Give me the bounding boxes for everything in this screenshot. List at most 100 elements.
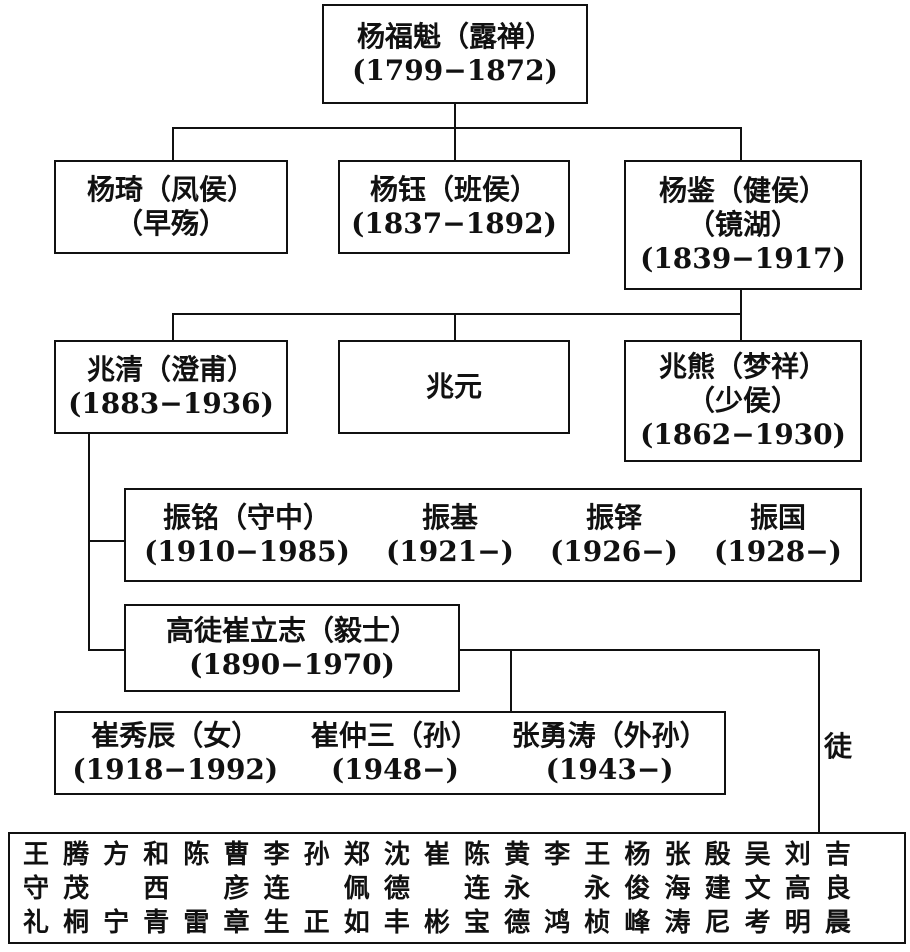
gen3-node-zhaoyuan: 兆元 [338,340,570,434]
student-char: 桢 [584,908,611,938]
student-char: 方 [103,840,130,870]
family-name: 崔秀辰（女） [91,719,260,752]
disciple-label: 徒 [824,730,853,763]
student-char: 刘 [784,840,811,870]
student-char: 宁 [103,908,130,938]
node-name: 杨鉴（健侯） [658,174,827,207]
son-item: 振国 (1928−) [714,501,842,569]
student-char: 守 [23,874,50,904]
student-char: 如 [343,908,370,938]
student-column: 杨俊峰 [617,838,657,940]
student-column: 王守礼 [16,838,56,940]
student-column: 崔彬 [417,838,457,940]
son-years: (1921−) [386,535,514,568]
son-item: 振基 (1921−) [386,501,514,569]
sons-row: 振铭（守中） (1910−1985) 振基 (1921−) 振铎 (1926−)… [126,501,860,569]
student-char: 崔 [423,840,450,870]
student-char: 和 [143,840,170,870]
student-char: 俊 [624,874,651,904]
connector-gen3-bar [172,313,742,315]
student-char: 曹 [223,840,250,870]
student-column: 和西青 [136,838,176,940]
student-char: 青 [143,908,170,938]
connector-gen2-right [740,127,742,160]
node-name: 兆熊（梦祥） [658,350,827,383]
student-char: 陈 [464,840,491,870]
node-name: 兆元 [425,370,482,403]
student-char: 鸿 [544,908,571,938]
connector-disciple-branch [88,649,124,651]
gen3-node-zhaoqing: 兆清（澄甫） (1883−1936) [54,340,288,434]
connector-gen2-left [172,127,174,160]
cui-family-row: 崔秀辰（女） (1918−1992) 崔仲三（孙） (1948−) 张勇涛（外孙… [56,719,724,787]
connector-students [818,649,820,833]
student-char: 彬 [423,908,450,938]
student-char: 连 [263,874,290,904]
student-char: 永 [504,874,531,904]
student-char: 吴 [744,840,771,870]
son-name: 振铎 [585,501,642,534]
student-char: 吉 [824,840,851,870]
cui-family-group: 崔秀辰（女） (1918−1992) 崔仲三（孙） (1948−) 张勇涛（外孙… [54,711,726,795]
gen2-node-yangjian: 杨鉴（健侯） （镜湖） (1839−1917) [624,160,862,290]
family-name: 张勇涛（外孙） [511,719,708,752]
student-char: 涛 [664,908,691,938]
son-item: 振铭（守中） (1910−1985) [144,501,350,569]
student-column: 张海涛 [657,838,697,940]
node-years: (1883−1936) [68,387,274,420]
student-char: 彦 [223,874,250,904]
node-years: (1862−1930) [640,418,846,451]
student-char: 永 [584,874,611,904]
son-years: (1926−) [550,535,678,568]
student-column: 陈雷 [176,838,216,940]
student-char: 陈 [183,840,210,870]
student-char: 海 [664,874,691,904]
root-node: 杨福魁（露禅） (1799−1872) [322,4,588,104]
student-char: 西 [143,874,170,904]
student-column: 孙正 [297,838,337,940]
node-name: 高徒崔立志（毅士） [165,614,418,647]
family-years: (1943−) [545,753,674,786]
node-note: （少侯） [686,384,799,417]
student-char: 文 [744,874,771,904]
disciple-node: 高徒崔立志（毅士） (1890−1970) [124,604,460,692]
family-years: (1948−) [330,753,459,786]
student-char: 黄 [504,840,531,870]
family-item: 崔仲三（孙） (1948−) [311,719,479,787]
student-column: 李连生 [257,838,297,940]
connector-gen3-mid [454,313,456,340]
node-years: (1839−1917) [640,242,846,275]
sons-group: 振铭（守中） (1910−1985) 振基 (1921−) 振铎 (1926−)… [124,488,862,582]
node-name: 杨琦（凤侯） [86,173,255,206]
student-char: 明 [784,908,811,938]
family-item: 崔秀辰（女） (1918−1992) [72,719,278,787]
student-column: 方宁 [96,838,136,940]
student-char: 生 [263,908,290,938]
student-char: 礼 [23,908,50,938]
son-years: (1928−) [714,535,842,568]
connector-gen3-right [740,313,742,340]
student-char: 晨 [824,908,851,938]
student-char: 峰 [624,908,651,938]
connector-sons-branch [88,540,124,542]
son-name: 振铭（守中） [162,501,331,534]
student-column: 沈德丰 [377,838,417,940]
node-note: （镜湖） [686,208,799,241]
son-name: 振国 [749,501,806,534]
student-column: 郑佩如 [337,838,377,940]
student-char: 德 [383,874,410,904]
student-char: 腾 [63,840,90,870]
root-name: 杨福魁（露禅） [356,20,553,53]
student-char: 建 [704,874,731,904]
connector-gen3-left [172,313,174,340]
student-char: 宝 [464,908,491,938]
student-char: 丰 [383,908,410,938]
student-char: 李 [544,840,571,870]
family-item: 张勇涛（外孙） (1943−) [512,719,708,787]
gen3-node-zhaoxiong: 兆熊（梦祥） （少侯） (1862−1930) [624,340,862,462]
node-name: 兆清（澄甫） [86,353,255,386]
student-char: 章 [223,908,250,938]
student-column: 陈连宝 [457,838,497,940]
student-char: 茂 [63,874,90,904]
son-years: (1910−1985) [144,535,350,568]
